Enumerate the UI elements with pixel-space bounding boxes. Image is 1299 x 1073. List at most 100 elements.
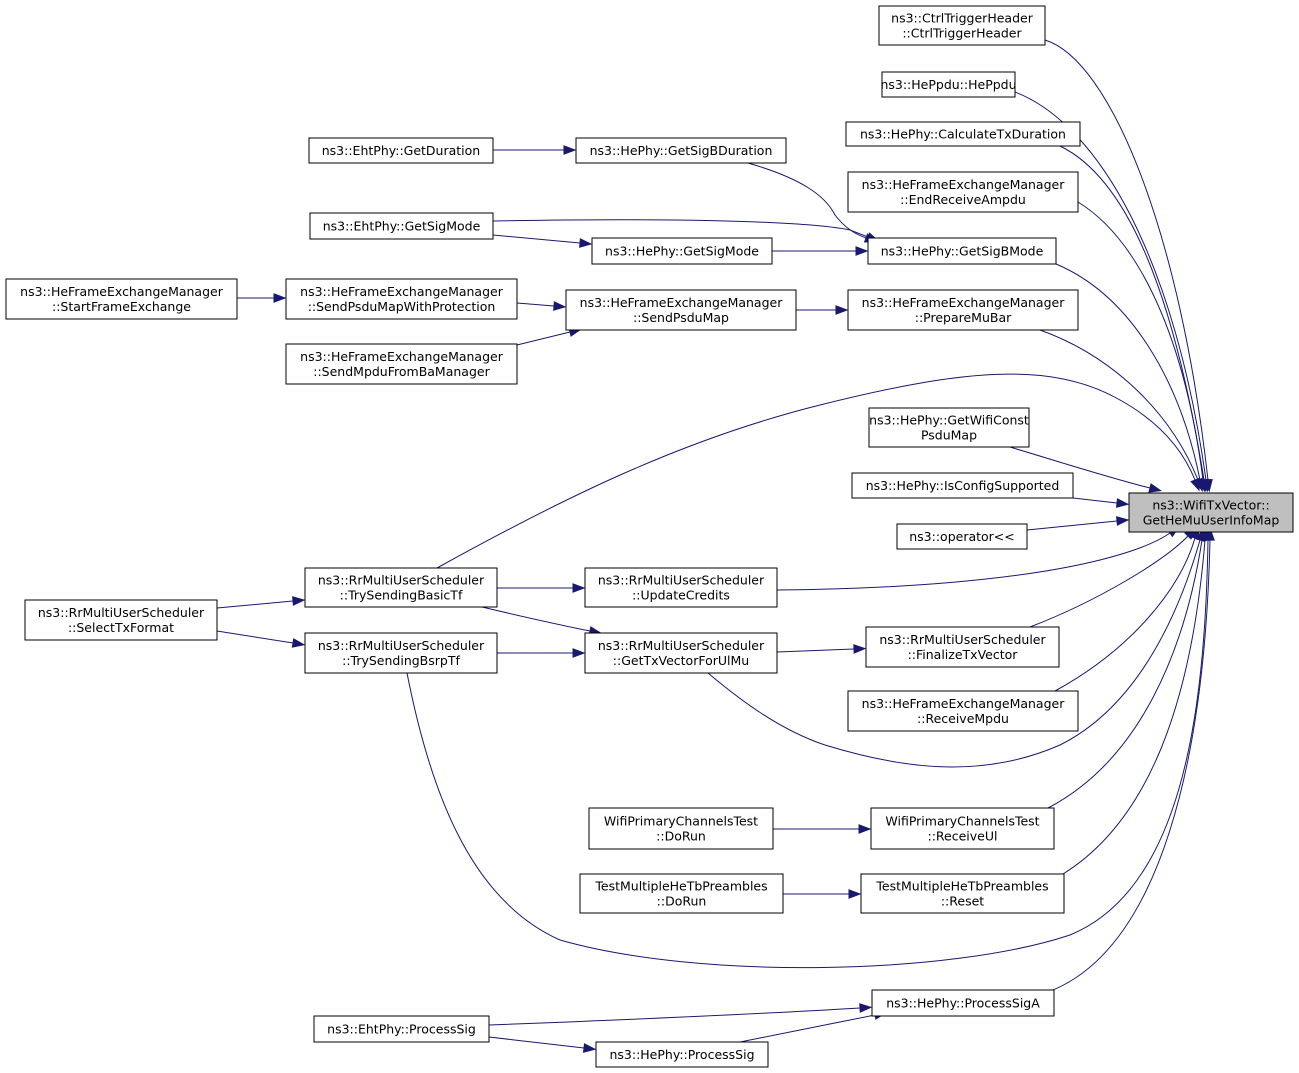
call-edge-gettxvec-to-finalize: [776, 644, 867, 654]
edge-line: [1054, 537, 1196, 692]
node-box: [847, 289, 1079, 331]
node-label-line: ns3::RrMultiUserScheduler: [598, 638, 765, 653]
node-box: [881, 71, 1016, 98]
arrow-head-icon: [1148, 483, 1163, 493]
node-label-line: ns3::HePhy::CalculateTxDuration: [860, 127, 1066, 142]
call-edge-basictf-to-focus: [436, 373, 1200, 569]
node-box: [867, 237, 1057, 265]
function-node-gettxvec[interactable]: ns3::RrMultiUserScheduler::GetTxVectorFo…: [584, 632, 778, 674]
function-node-recvul[interactable]: WifiPrimaryChannelsTest::ReceiveUl: [870, 807, 1055, 850]
function-node-finalize[interactable]: ns3::RrMultiUserScheduler::FinalizeTxVec…: [865, 626, 1060, 668]
edge-line: [1062, 539, 1206, 875]
call-edge-calc-to-focus: [1059, 145, 1209, 493]
arrow-head-icon: [1205, 527, 1215, 541]
function-node-ehtprocsig[interactable]: ns3::EhtPhy::ProcessSig: [313, 1015, 490, 1043]
node-label-line: GetHeMuUserInfoMap: [1143, 513, 1280, 528]
arrow-head-icon: [582, 1043, 597, 1053]
node-label-line: ::PrepareMuBar: [915, 310, 1012, 325]
function-node-basictf[interactable]: ns3::RrMultiUserScheduler::TrySendingBas…: [304, 567, 498, 608]
call-edge-basictf-to-updatecredits: [497, 583, 586, 593]
node-label-line: ::CtrlTriggerHeader: [902, 26, 1022, 41]
function-node-recvmpdu[interactable]: ns3::HeFrameExchangeManager::ReceiveMpdu: [847, 690, 1079, 732]
edge-line: [776, 648, 855, 653]
edge-line: [1072, 497, 1118, 504]
node-box: [851, 472, 1074, 499]
edge-line: [436, 373, 1196, 569]
function-node-isconfig[interactable]: ns3::HePhy::IsConfigSupported: [851, 472, 1074, 499]
edge-line: [516, 331, 571, 346]
function-node-sendmpdu[interactable]: ns3::HeFrameExchangeManager::SendMpduFro…: [285, 343, 518, 385]
function-node-ehtdur[interactable]: ns3::EhtPhy::GetDuration: [308, 137, 494, 164]
arrow-head-icon: [1190, 477, 1200, 492]
node-label-line: ns3::WifiTxVector::: [1152, 498, 1269, 513]
call-edge-sendpsdu-to-prepmubar: [796, 305, 849, 315]
arrow-head-icon: [859, 1003, 873, 1013]
node-box: [304, 632, 498, 674]
node-label-line: WifiPrimaryChannelsTest: [885, 814, 1039, 829]
function-node-updatecredits[interactable]: ns3::RrMultiUserScheduler::UpdateCredits: [584, 567, 778, 608]
call-edge-startfe-to-sendprot: [237, 293, 287, 303]
function-node-prepmubar[interactable]: ns3::HeFrameExchangeManager::PrepareMuBa…: [847, 289, 1079, 331]
function-node-endrecv[interactable]: ns3::HeFrameExchangeManager::EndReceiveA…: [847, 171, 1079, 213]
arrow-head-icon: [853, 644, 867, 654]
function-node-operator[interactable]: ns3::operator<<: [896, 523, 1028, 550]
edge-line: [216, 630, 294, 644]
function-node-ctrl[interactable]: ns3::CtrlTriggerHeader::CtrlTriggerHeade…: [878, 5, 1046, 46]
node-label-line: ::UpdateCredits: [632, 588, 730, 603]
function-node-heppdu[interactable]: ns3::HePpdu::HePpdu: [880, 71, 1017, 98]
arrow-head-icon: [291, 638, 306, 648]
call-edge-recvul-to-focus: [1047, 527, 1207, 809]
node-label-line: ::ReceiveMpdu: [917, 711, 1009, 726]
node-label-line: TestMultipleHeTbPreambles: [875, 879, 1048, 894]
function-node-ehtsigmode[interactable]: ns3::EhtPhy::GetSigMode: [309, 212, 494, 240]
node-box: [579, 873, 784, 914]
function-node-reset[interactable]: TestMultipleHeTbPreambles::Reset: [860, 873, 1065, 914]
node-label-line: ::StartFrameExchange: [52, 299, 191, 314]
function-node-tmhdorun[interactable]: TestMultipleHeTbPreambles::DoRun: [579, 873, 784, 914]
function-node-wpcdorun[interactable]: WifiPrimaryChannelsTest::DoRun: [588, 807, 774, 850]
node-label-line: WifiPrimaryChannelsTest: [604, 814, 758, 829]
node-label-line: ns3::HeFrameExchangeManager: [862, 696, 1066, 711]
function-node-startfe[interactable]: ns3::HeFrameExchangeManager::StartFrameE…: [5, 278, 238, 320]
node-label-line: ::DoRun: [656, 829, 706, 844]
call-edge-hesigmode-to-sigbmode: [772, 246, 869, 256]
node-label-line: ns3::EhtPhy::GetDuration: [322, 143, 480, 158]
node-box: [565, 289, 797, 331]
function-node-bsrptf[interactable]: ns3::RrMultiUserScheduler::TrySendingBsr…: [304, 632, 498, 674]
node-label-line: ns3::HePhy::GetSigMode: [605, 244, 759, 259]
call-edge-wpcdorun-to-recvul: [773, 824, 872, 834]
node-box: [871, 989, 1055, 1017]
arrow-head-icon: [563, 145, 577, 155]
node-box: [865, 626, 1060, 668]
call-edge-isconfig-to-focus: [1072, 497, 1130, 508]
call-edge-procsiga-to-focus: [1047, 527, 1215, 993]
function-node-procsiga[interactable]: ns3::HePhy::ProcessSigA: [871, 989, 1055, 1017]
call-edge-bsrptf-to-gettxvec: [497, 648, 586, 658]
function-node-hesigmode[interactable]: ns3::HePhy::GetSigMode: [591, 237, 773, 265]
arrow-head-icon: [292, 596, 306, 606]
node-box: [878, 5, 1046, 46]
node-label-line: ns3::CtrlTriggerHeader: [891, 11, 1034, 26]
arrow-head-icon: [858, 824, 872, 834]
node-label-line: ns3::RrMultiUserScheduler: [598, 573, 765, 588]
function-node-calc[interactable]: ns3::HePhy::CalculateTxDuration: [845, 121, 1081, 147]
node-label-line: ns3::HeFrameExchangeManager: [862, 295, 1066, 310]
function-node-heprocsig[interactable]: ns3::HePhy::ProcessSig: [595, 1041, 769, 1068]
function-node-sigbmode[interactable]: ns3::HePhy::GetSigBMode: [867, 237, 1057, 265]
focus-function-node[interactable]: ns3::WifiTxVector::GetHeMuUserInfoMap: [1128, 492, 1294, 533]
node-box: [313, 1015, 490, 1043]
function-node-sigbdur[interactable]: ns3::HePhy::GetSigBDuration: [575, 137, 787, 164]
node-box: [860, 873, 1065, 914]
call-edge-selecttx-to-bsrptf: [216, 630, 306, 648]
node-label-line: ::FinalizeTxVector: [908, 647, 1019, 662]
edge-line: [216, 600, 294, 609]
call-edge-finalize-to-focus: [1029, 527, 1197, 628]
node-label-line: ::SelectTxFormat: [68, 620, 174, 635]
node-box: [1128, 492, 1294, 533]
function-node-selecttx[interactable]: ns3::RrMultiUserScheduler::SelectTxForma…: [24, 599, 218, 641]
node-label-line: ns3::HePhy::GetSigBDuration: [590, 143, 773, 158]
function-node-sendpsdu[interactable]: ns3::HeFrameExchangeManager::SendPsduMap: [565, 289, 797, 331]
function-node-sendprot[interactable]: ns3::HeFrameExchangeManager::SendPsduMap…: [285, 278, 518, 320]
